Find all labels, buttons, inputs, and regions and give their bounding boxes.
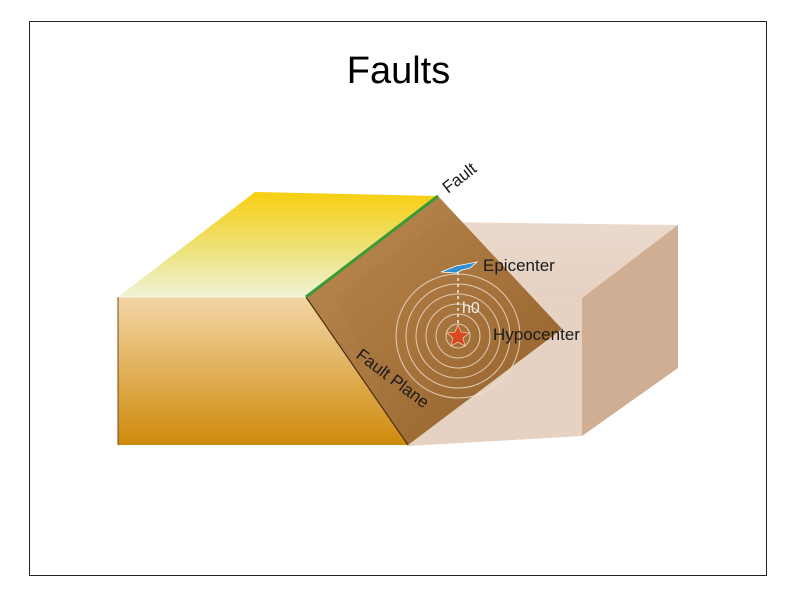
- hypocenter-label: Hypocenter: [493, 325, 580, 344]
- epicenter-icon: [440, 261, 479, 274]
- fault-line: [305, 194, 439, 299]
- epicenter-label: Epicenter: [483, 256, 555, 275]
- slide-title: Faults: [346, 50, 451, 92]
- h0-label: h0: [462, 300, 480, 317]
- left-block-top-face: [118, 192, 438, 297]
- fault-plane-lower-edge: [305, 296, 409, 446]
- right-block-side-face: [582, 225, 678, 436]
- fault-plane-surface: [306, 196, 562, 445]
- left-block-front-face: [118, 297, 408, 445]
- hypocenter-star-icon: [446, 324, 470, 347]
- fault-label: Fault: [439, 159, 481, 197]
